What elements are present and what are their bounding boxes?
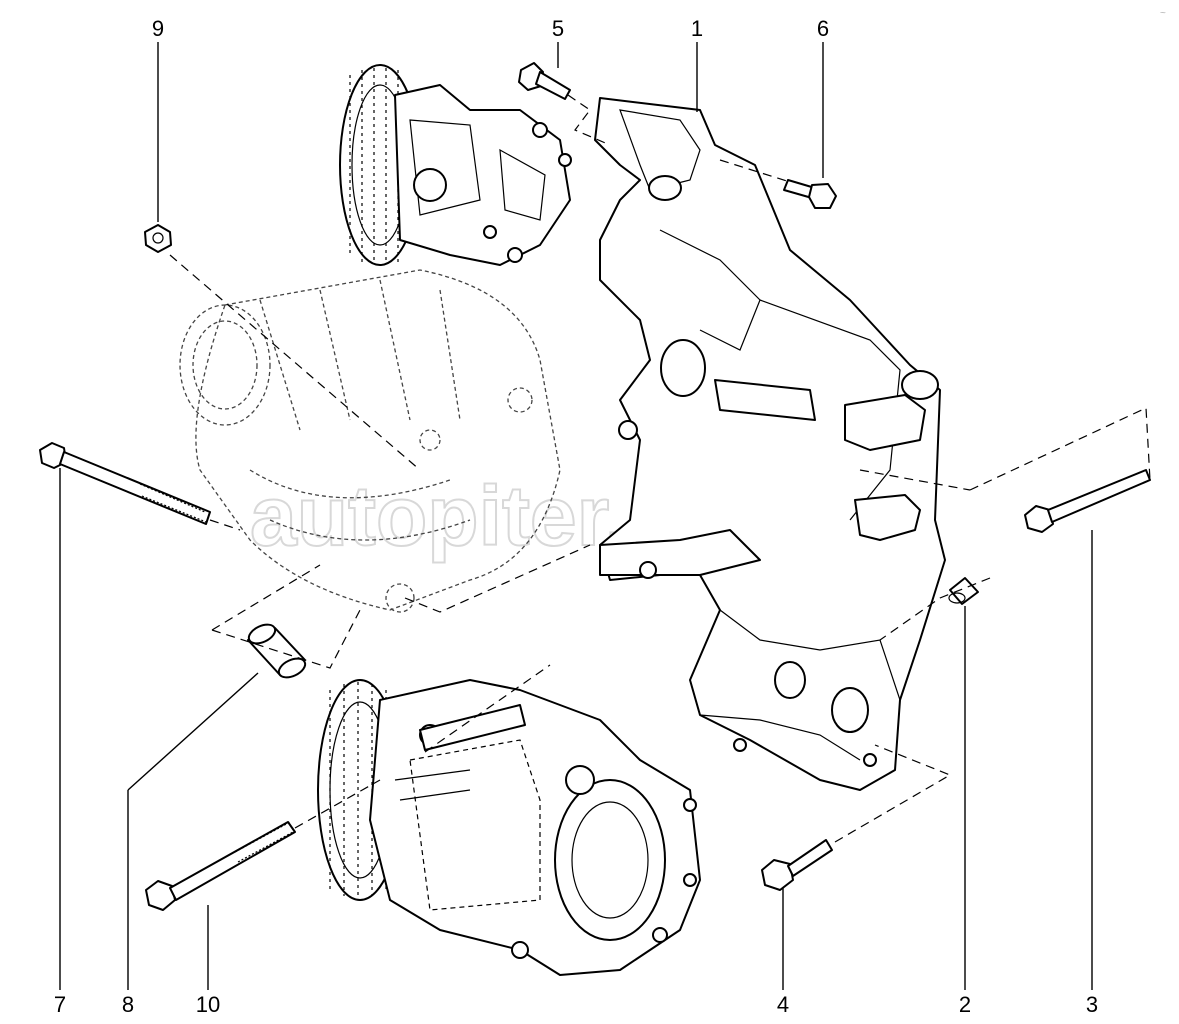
callout-2: 2 — [959, 992, 971, 1017]
assembly-lines — [169, 94, 1151, 843]
callout-9: 9 — [152, 16, 164, 41]
bolt-5 — [518, 62, 571, 100]
sleeve-8 — [247, 623, 307, 679]
ac-compressor — [317, 679, 701, 976]
bolt-4 — [761, 839, 833, 891]
bushing-2 — [948, 577, 979, 605]
nut-9 — [144, 224, 172, 253]
callout-5: 5 — [552, 16, 564, 41]
callout-7: 7 — [54, 992, 66, 1017]
power-steering-pump — [339, 64, 572, 266]
mounting-bracket — [594, 97, 946, 791]
bolt-10 — [145, 821, 296, 911]
alternator-ghost — [179, 269, 561, 613]
callout-3: 3 — [1086, 992, 1098, 1017]
callout-6: 6 — [817, 16, 829, 41]
callout-4: 4 — [777, 992, 789, 1017]
corner-mark: ~ — [1160, 8, 1166, 19]
callout-leaders — [59, 42, 1093, 990]
callout-1: 1 — [691, 16, 703, 41]
bolt-3 — [1024, 469, 1151, 533]
callout-8: 8 — [122, 992, 134, 1017]
bolt-7 — [39, 442, 211, 525]
callout-10: 10 — [196, 992, 220, 1017]
bolt-6 — [783, 179, 837, 209]
